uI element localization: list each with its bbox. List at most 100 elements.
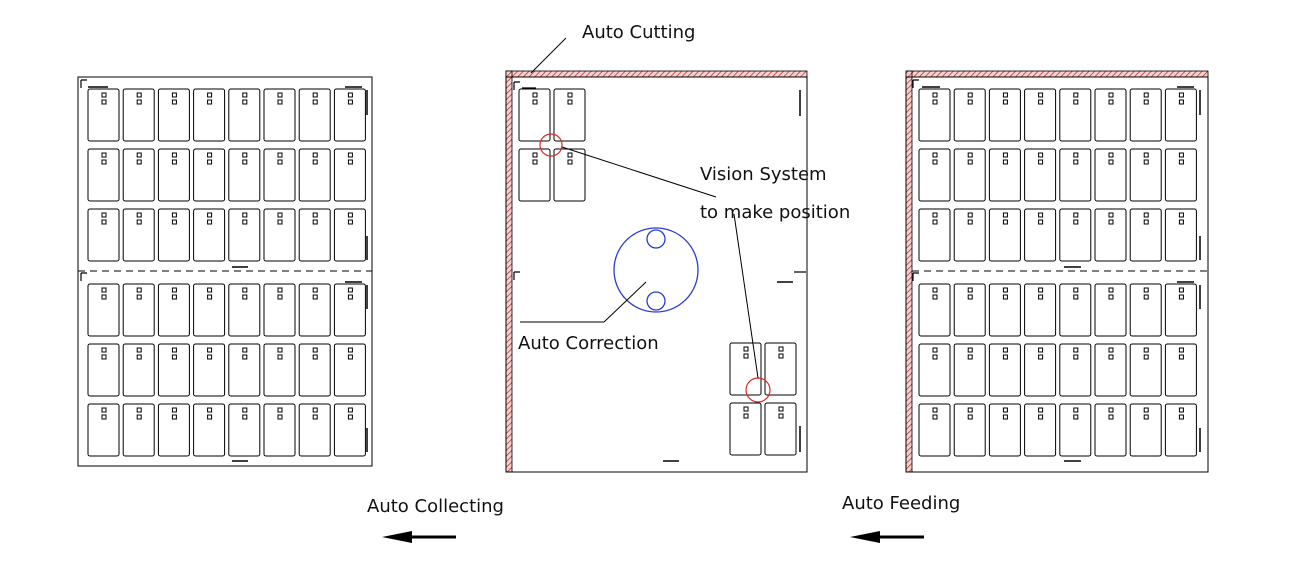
vision-leader-bottom — [733, 213, 759, 379]
card — [87, 283, 120, 337]
feeding-card-grid — [918, 88, 1197, 457]
cutting-card-grid — [518, 88, 797, 456]
card — [157, 148, 190, 202]
card — [263, 208, 296, 262]
vision-system-label-line2: to make position — [700, 202, 850, 223]
card — [122, 148, 155, 202]
card — [228, 403, 261, 457]
card — [1094, 283, 1127, 337]
card — [1129, 283, 1162, 337]
card — [1164, 403, 1197, 457]
card — [298, 403, 331, 457]
card — [333, 403, 366, 457]
card — [1059, 403, 1092, 457]
card — [122, 283, 155, 337]
card — [157, 283, 190, 337]
card — [953, 403, 986, 457]
auto-collecting-label: Auto Collecting — [367, 496, 504, 517]
cutting-sheet-border — [505, 76, 808, 473]
card — [193, 148, 226, 202]
card — [122, 208, 155, 262]
card — [228, 283, 261, 337]
card — [333, 88, 366, 142]
card — [518, 148, 551, 202]
card — [1024, 148, 1057, 202]
card — [729, 342, 762, 396]
registration-mark — [513, 81, 536, 90]
card — [1024, 343, 1057, 397]
card — [1059, 208, 1092, 262]
sheet-registration-marks — [80, 79, 1201, 462]
card — [298, 148, 331, 202]
card — [193, 88, 226, 142]
card — [193, 208, 226, 262]
registration-mark — [912, 79, 919, 88]
card — [263, 148, 296, 202]
cutting-hatch-left — [505, 70, 513, 473]
card — [1059, 283, 1092, 337]
feeding-hatch-left — [905, 70, 913, 473]
correction-hole-top — [646, 229, 666, 249]
card — [1059, 88, 1092, 142]
card — [518, 88, 551, 142]
card — [193, 343, 226, 397]
card — [918, 343, 951, 397]
card — [157, 208, 190, 262]
correction-platform — [613, 227, 699, 313]
registration-mark — [912, 272, 919, 281]
card — [953, 148, 986, 202]
card — [87, 148, 120, 202]
correction-platform-outer — [613, 227, 699, 313]
card — [263, 403, 296, 457]
collected-card-grid — [87, 88, 366, 457]
correction-hole-bottom — [646, 291, 666, 311]
card — [1129, 88, 1162, 142]
card — [157, 343, 190, 397]
feeding-sheet-border — [905, 76, 1209, 473]
cutting-sheet — [505, 37, 808, 473]
card — [193, 283, 226, 337]
card — [988, 88, 1021, 142]
card — [87, 88, 120, 142]
card — [1024, 283, 1057, 337]
registration-mark — [513, 271, 520, 280]
card — [988, 283, 1021, 337]
card — [988, 208, 1021, 262]
card — [764, 402, 797, 456]
card — [553, 148, 586, 202]
card — [918, 403, 951, 457]
card — [87, 343, 120, 397]
card — [228, 88, 261, 142]
card — [988, 403, 1021, 457]
card — [87, 403, 120, 457]
card — [87, 208, 120, 262]
card — [122, 343, 155, 397]
card — [1164, 88, 1197, 142]
card — [228, 343, 261, 397]
registration-mark — [80, 272, 87, 281]
card — [1094, 403, 1127, 457]
card — [263, 283, 296, 337]
card — [1059, 148, 1092, 202]
collected-sheet — [77, 76, 373, 467]
feeding-hatch-top — [905, 70, 1209, 78]
card — [1164, 283, 1197, 337]
card — [298, 283, 331, 337]
card — [953, 343, 986, 397]
vision-leader-top — [561, 146, 717, 198]
card — [1024, 88, 1057, 142]
cutting-leader — [530, 37, 567, 74]
card — [263, 88, 296, 142]
card — [953, 283, 986, 337]
card — [918, 283, 951, 337]
registration-mark — [80, 79, 87, 88]
card — [1129, 208, 1162, 262]
card — [263, 343, 296, 397]
card — [333, 343, 366, 397]
card — [953, 88, 986, 142]
card — [333, 283, 366, 337]
card — [1129, 343, 1162, 397]
card — [1094, 148, 1127, 202]
cutting-hatch-top — [505, 70, 808, 78]
card — [1164, 148, 1197, 202]
